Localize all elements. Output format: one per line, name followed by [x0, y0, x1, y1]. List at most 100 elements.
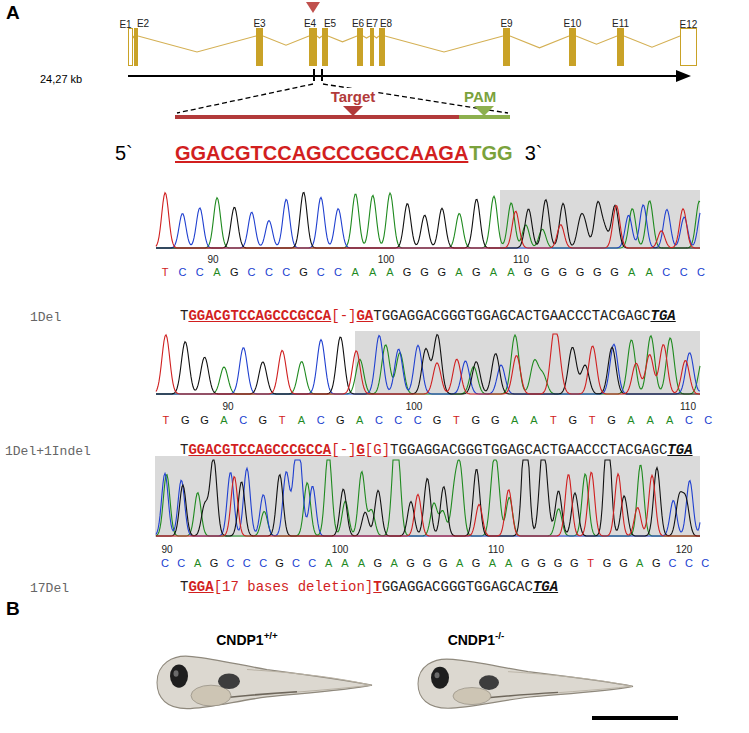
base-letter: G [520, 557, 530, 569]
panel-letter: B [6, 598, 20, 620]
base-gap [514, 557, 521, 569]
text-run: T [373, 579, 381, 595]
base-letter: C [700, 557, 710, 569]
base-letter: T [160, 266, 170, 278]
base-letter: A [504, 557, 514, 569]
base-letter: G [651, 557, 661, 569]
label-holder: TGGA[17 bases deletion]TGGAGGACGGGTGGAGC… [180, 577, 558, 595]
text-run: TGGAGGACGGGTGGAGCACTGAACCCTACGAGC [373, 308, 650, 324]
notochord [247, 670, 371, 696]
exon-marker [306, 2, 320, 13]
label-holder: CNDP1-/- [448, 630, 505, 649]
text-run: GGACGTCCAGCCCGCCA [188, 308, 331, 324]
base-letter: A [635, 557, 645, 569]
base-gap [186, 557, 193, 569]
pam-bar [459, 115, 510, 119]
base-gap [269, 414, 277, 426]
base-letter: G [619, 557, 629, 569]
length-label: 24,27 kb [40, 73, 82, 85]
label-holder: 110 [488, 539, 504, 557]
base-gap [360, 266, 367, 278]
exon-label-holder: E1 [119, 14, 131, 32]
text-run: T [180, 442, 188, 458]
base-gap [677, 557, 684, 569]
base-gap [415, 557, 422, 569]
exon-label: E7 [366, 18, 378, 29]
text-run: CNDP1 [216, 632, 263, 648]
base-gap [385, 414, 393, 426]
target-bar [175, 115, 459, 119]
base-gap [170, 266, 177, 278]
base-letter: A [385, 266, 395, 278]
exon-label-holder: E5 [324, 13, 336, 31]
strand-end: 5` [115, 142, 133, 165]
base-letter: C [684, 557, 694, 569]
allele-name: 17Del [30, 581, 69, 596]
base-letter: G [471, 557, 481, 569]
chromatogram-trace [156, 193, 700, 248]
exon-label: E4 [304, 18, 316, 29]
chromatogram-trace [156, 192, 700, 248]
intron-line [510, 36, 569, 48]
base-gap [694, 557, 701, 569]
chromatogram-trace [156, 335, 700, 394]
exon-label: E3 [253, 18, 265, 29]
allele-sequence: TGGA[17 bases deletion]TGGAGGACGGGTGGAGC… [180, 579, 558, 595]
base-letter: T [160, 414, 172, 426]
exon-label-holder: E3 [253, 13, 265, 31]
base-gap [378, 266, 385, 278]
base-gap [399, 557, 406, 569]
base-gap [559, 414, 567, 426]
label-holder: 5` [115, 142, 133, 165]
base-letter: G [275, 557, 285, 569]
base-gap [579, 557, 586, 569]
base-gap [172, 414, 180, 426]
base-letter: A [625, 414, 637, 426]
intron-line [328, 36, 357, 42]
base-gap [235, 557, 242, 569]
base-gap [383, 557, 390, 569]
exon-label: E9 [500, 18, 512, 29]
base-gap [612, 557, 619, 569]
allele-sequence: TGGACGTCCAGCCCGCCA[-]G[G]TGGAGGACGGGTGGA… [180, 442, 693, 458]
label-holder: CNDP1+/+ [216, 630, 278, 649]
intron-line [385, 36, 503, 52]
base-letter: A [350, 266, 360, 278]
base-gap [205, 266, 212, 278]
genotype-label: CNDP1-/- [448, 630, 505, 648]
base-gap [585, 266, 592, 278]
base-letter: C [281, 266, 291, 278]
base-gap [317, 557, 324, 569]
base-gap [546, 557, 553, 569]
base-letter: C [258, 557, 268, 569]
mixed-region [155, 456, 700, 537]
base-letter: G [373, 557, 383, 569]
larva-wildtype [157, 656, 372, 708]
base-gap [327, 414, 335, 426]
base-letter: C [678, 266, 688, 278]
base-letter: C [291, 557, 301, 569]
base-letter: G [606, 414, 618, 426]
text-run: G [356, 442, 364, 458]
base-letter: G [422, 557, 432, 569]
base-letter: A [296, 414, 308, 426]
base-gap [695, 414, 703, 426]
base-letter: A [193, 557, 203, 569]
text-run: +/+ [264, 630, 278, 641]
base-gap [210, 414, 218, 426]
text-run: GGA [188, 579, 213, 595]
eye [170, 664, 188, 687]
chromatogram-trace [156, 334, 700, 394]
pam-label: PAM [462, 88, 498, 105]
base-gap [520, 414, 528, 426]
position-number: 90 [161, 544, 172, 555]
exon-label-holder: E6 [352, 13, 364, 31]
base-letter: C [315, 414, 327, 426]
base-letter: T [451, 414, 463, 426]
base-gap [579, 414, 587, 426]
base-gap [661, 557, 668, 569]
base-letter: C [176, 557, 186, 569]
scale-bar [592, 716, 678, 720]
